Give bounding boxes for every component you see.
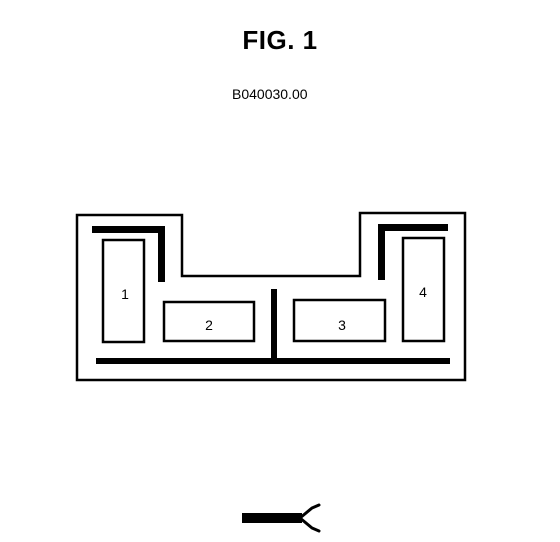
right-locking-rib	[378, 224, 448, 280]
pin-label-4: 4	[419, 284, 427, 300]
pin-cavity-4	[401, 236, 446, 343]
connector-housing	[75, 211, 467, 382]
pin-cavity-2	[162, 300, 256, 343]
bottom-rib	[96, 358, 450, 364]
pin-label-2: 2	[205, 317, 213, 333]
figure-title: FIG. 1	[242, 25, 318, 55]
left-locking-rib	[92, 226, 165, 282]
pin-label-3: 3	[338, 317, 346, 333]
wire-harness-symbol	[242, 503, 321, 533]
center-divider-rib	[271, 289, 277, 360]
figure-code: B040030.00	[232, 86, 308, 102]
pin-cavity-3	[292, 298, 387, 343]
pin-label-1: 1	[121, 286, 129, 302]
pin-cavity-1	[101, 238, 146, 344]
